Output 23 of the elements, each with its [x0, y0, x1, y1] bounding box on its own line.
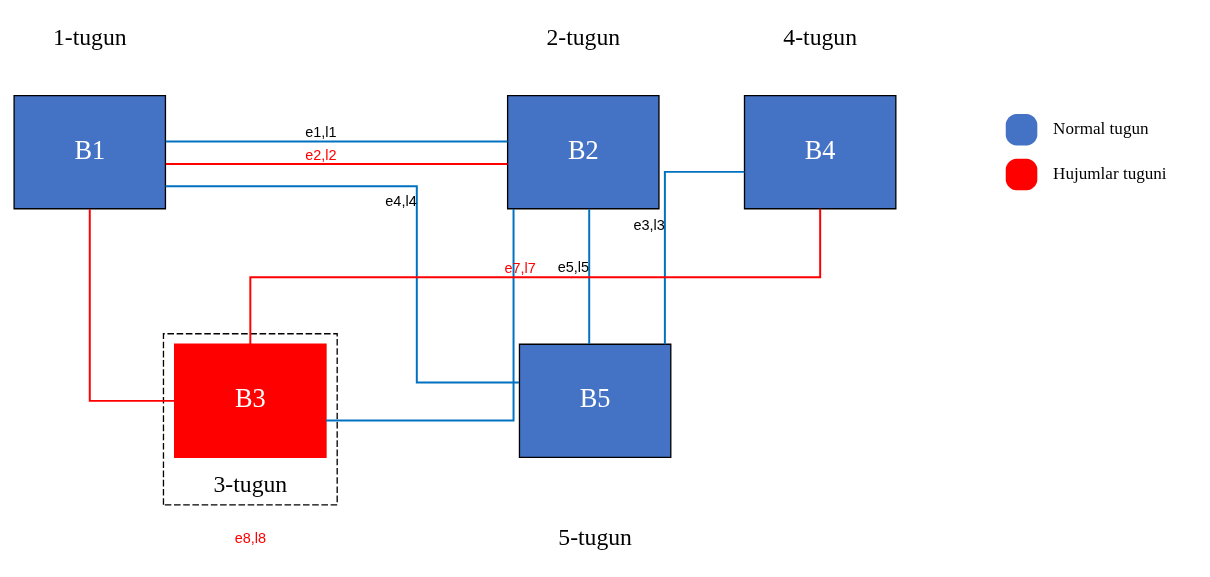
edge-label: e3,l3	[633, 216, 665, 233]
node-box: B4	[743, 94, 897, 209]
edge-label: e2,l2	[305, 146, 337, 163]
label: e8,l8	[234, 529, 267, 546]
node-box: B1	[13, 94, 167, 209]
node-box: B2	[506, 94, 660, 209]
connector	[88, 207, 176, 402]
connector	[663, 170, 746, 345]
connector	[588, 207, 591, 345]
node-box: B3	[174, 343, 327, 458]
node-box: B5	[518, 343, 672, 458]
connector	[325, 207, 515, 422]
legend-label: Hujumlar tuguni	[1053, 163, 1167, 183]
node-label: 2-tugun	[546, 23, 621, 50]
edge-label: e1,l1	[305, 123, 337, 140]
legend-label: Normal tugun	[1053, 118, 1149, 138]
connector	[164, 140, 509, 143]
connector	[249, 207, 822, 345]
node-label: 1-tugun	[52, 23, 127, 50]
connector	[164, 184, 520, 383]
node-label: 4-tugun	[783, 23, 857, 50]
connector	[164, 162, 509, 165]
node-label: 5-tugun	[558, 523, 632, 550]
